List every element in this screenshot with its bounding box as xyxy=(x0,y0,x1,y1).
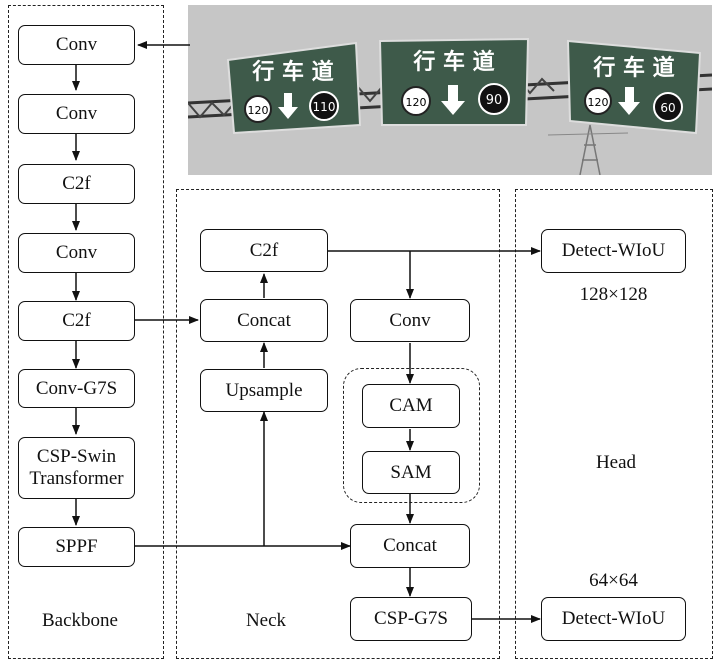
neck-csp-g7s: CSP-G7S xyxy=(350,597,472,641)
backbone-conv-1: Conv xyxy=(18,25,135,65)
sign-3-left-speed: 120 xyxy=(588,96,609,109)
sign-3-right-speed: 60 xyxy=(660,101,675,115)
down-arrow-icon xyxy=(441,85,465,115)
sign-1: 行 车 道 120 110 xyxy=(226,41,362,135)
backbone-c2f-1: C2f xyxy=(18,164,135,204)
sign-3: 行 车 道 120 60 xyxy=(566,39,702,135)
head-detect-bottom-size: 64×64 xyxy=(589,570,638,591)
neck-concat-top: Concat xyxy=(200,299,328,342)
backbone-label: Backbone xyxy=(42,610,118,631)
attention-group xyxy=(343,368,480,503)
neck-label: Neck xyxy=(245,610,287,631)
neck-cam: CAM xyxy=(362,384,460,428)
neck-concat-bottom: Concat xyxy=(350,524,470,568)
sign-1-left-speed: 120 xyxy=(248,104,269,117)
head-detect-top-size: 128×128 xyxy=(579,284,648,305)
backbone-c2f-2: C2f xyxy=(18,301,135,341)
sign-2: 行 车 道 120 90 xyxy=(378,37,530,126)
backbone-conv-2: Conv xyxy=(18,94,135,134)
head-detect-wiou-top: Detect-WIoU xyxy=(541,229,686,273)
backbone-region xyxy=(8,5,164,659)
sign-2-text: 行 车 道 xyxy=(412,49,494,75)
down-arrow-icon xyxy=(278,93,298,119)
down-arrow-icon xyxy=(618,87,640,115)
sign-2-right-speed: 90 xyxy=(486,93,503,108)
backbone-conv-g7s: Conv-G7S xyxy=(18,369,135,408)
neck-conv: Conv xyxy=(350,299,470,342)
neck-region xyxy=(176,189,500,659)
head-detect-wiou-bottom: Detect-WIoU xyxy=(541,597,686,641)
sign-2-left-speed: 120 xyxy=(406,96,427,109)
backbone-sppf: SPPF xyxy=(18,527,135,567)
sign-3-text: 行 车 道 xyxy=(592,55,674,81)
head-region xyxy=(515,189,713,659)
sign-1-right-speed: 110 xyxy=(313,100,336,114)
backbone-csp-swin-transformer: CSP-Swin Transformer xyxy=(18,437,135,499)
neck-c2f: C2f xyxy=(200,229,328,272)
neck-upsample: Upsample xyxy=(200,369,328,412)
sign-1-text: 行 车 道 xyxy=(251,59,333,85)
backbone-conv-3: Conv xyxy=(18,233,135,273)
road-sign-image: 行 车 道 120 110 行 车 道 120 90 行 车 道 120 60 xyxy=(188,5,712,175)
head-label: Head xyxy=(595,452,637,473)
road-sign-photo: 行 车 道 120 110 行 车 道 120 90 行 车 道 120 60 xyxy=(188,5,712,175)
neck-sam: SAM xyxy=(362,451,460,494)
